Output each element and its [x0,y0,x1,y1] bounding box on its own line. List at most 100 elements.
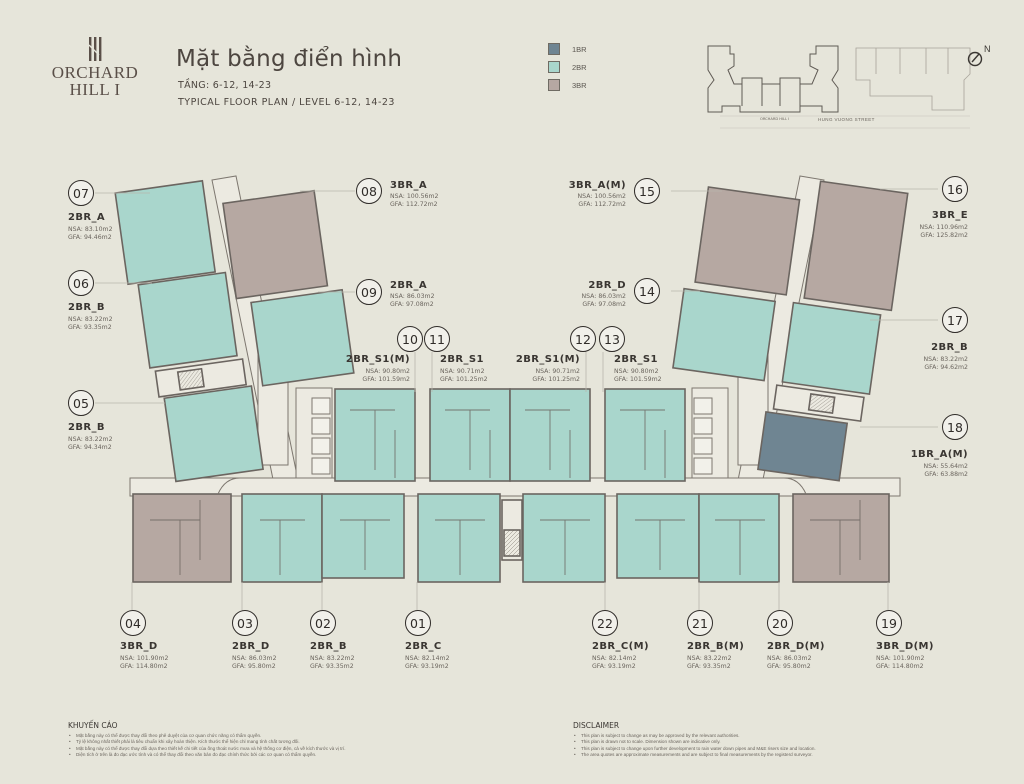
unit-nsa: NSA: 90.71m2 [535,368,580,375]
unit-20-label[interactable]: 20 2BR_D(M) NSA: 86.03m2 GFA: 95.80m2 [767,610,825,671]
unit-gfa: GFA: 94.34m2 [68,444,112,451]
unit-12-label[interactable]: 12 [570,326,596,352]
unit-02-shape [321,493,405,579]
notes-vi-item: Diện tích ở trên là đo đạc ước tính và c… [68,752,508,759]
unit-20-shape [698,493,780,583]
unit-gfa: GFA: 101.25m2 [532,376,580,383]
unit-05-label[interactable]: 05 2BR_B NSA: 83.22m2 GFA: 94.34m2 [68,390,113,452]
unit-22-label[interactable]: 22 2BR_C(M) NSA: 82.14m2 GFA: 93.19m2 [592,610,649,671]
unit-14-label[interactable]: 14 [634,278,660,304]
logo-line-1: ORCHARD [51,63,139,82]
unit-nsa: NSA: 83.22m2 [310,655,355,662]
unit-number-badge: 20 [767,610,793,636]
unit-nsa: NSA: 100.56m2 [390,193,439,200]
legend-label: 3BR [572,80,587,90]
unit-14-shape [672,287,777,382]
legend-item-1br: 1BR [548,40,587,58]
unit-number-badge: 17 [942,307,968,333]
unit-19-shape [792,493,890,583]
unit-number-badge: 08 [356,178,382,204]
unit-17-label[interactable]: 17 [942,307,968,333]
unit-type: 2BR_C [405,641,442,652]
unit-nsa: NSA: 101.90m2 [120,655,169,662]
unit-number-badge: 06 [68,270,94,296]
unit-gfa: GFA: 97.08m2 [582,301,626,308]
unit-09-info: 2BR_A NSA: 86.03m2 GFA: 97.08m2 [390,280,435,309]
unit-nsa: NSA: 83.22m2 [68,316,113,323]
unit-09-shape [250,288,355,387]
unit-05-shape [163,385,264,483]
unit-number-badge: 11 [424,326,450,352]
unit-01-label[interactable]: 01 2BR_C NSA: 82.14m2 GFA: 93.19m2 [405,610,450,671]
unit-nsa: NSA: 83.22m2 [923,356,968,363]
unit-06-label[interactable]: 06 2BR_B NSA: 83.22m2 GFA: 93.35m2 [68,270,113,332]
unit-nsa: NSA: 100.56m2 [577,193,626,200]
legend-item-3br: 3BR [548,76,587,94]
unit-gfa: GFA: 125.82m2 [920,232,968,239]
unit-17-info: 2BR_B NSA: 83.22m2 GFA: 94.62m2 [890,342,968,372]
unit-type: 2BR_C(M) [592,641,649,652]
unit-02-label[interactable]: 02 2BR_B NSA: 83.22m2 GFA: 93.35m2 [310,610,355,671]
unit-type: 2BR_B [310,641,347,652]
unit-type: 2BR_S1(M) [345,354,410,365]
unit-15-shape [694,186,801,296]
unit-07-label[interactable]: 07 2BR_A NSA: 83.10m2 GFA: 94.46m2 [68,180,113,242]
unit-gfa: GFA: 97.08m2 [390,301,434,308]
unit-21-label[interactable]: 21 2BR_B(M) NSA: 83.22m2 GFA: 93.35m2 [687,610,744,671]
unit-number-badge: 16 [942,176,968,202]
unit-type: 2BR_S1 [440,354,484,365]
unit-type: 3BR_D(M) [876,641,934,652]
unit-gfa: GFA: 94.46m2 [68,234,112,241]
unit-16-info: 3BR_E NSA: 110.96m2 GFA: 125.82m2 [890,210,968,240]
unit-16-shape [803,180,909,312]
unit-nsa: NSA: 83.22m2 [68,436,113,443]
unit-nsa: NSA: 83.10m2 [68,226,113,233]
page-title: Mặt bằng điển hình [176,46,403,72]
legend-swatch-2br [548,61,560,73]
notes-vi-item: Tỷ lệ không nhất thiết phải là tiêu chuẩ… [68,739,508,746]
brand-logo: ORCHARD HILL I [40,36,150,98]
unit-type: 2BR_D(M) [767,641,825,652]
unit-nsa: NSA: 86.03m2 [767,655,812,662]
unit-type: 3BR_E [931,210,968,221]
notes-vi-item: Mặt bằng này có thể được thay đổi dựa th… [68,746,508,753]
unit-01-shape [417,493,501,583]
unit-12-info: 2BR_S1(M) NSA: 90.71m2 GFA: 101.25m2 [500,354,580,384]
unit-number-badge: 19 [876,610,902,636]
unit-number-badge: 02 [310,610,336,636]
unit-17-shape [781,301,882,396]
unit-nsa: NSA: 110.96m2 [919,224,968,231]
unit-13-label[interactable]: 13 [599,326,625,352]
unit-type: 2BR_B(M) [687,641,745,652]
unit-gfa: GFA: 101.59m2 [362,376,410,383]
legend-label: 1BR [572,44,587,54]
unit-08-label[interactable]: 08 [356,178,382,204]
unit-gfa: GFA: 95.80m2 [767,663,811,670]
unit-03-shape [241,493,323,583]
unit-03-label[interactable]: 03 2BR_D NSA: 86.03m2 GFA: 95.80m2 [232,610,277,671]
notes-en-item: This plan is subject to change as may be… [573,733,993,740]
unit-04-label[interactable]: 04 3BR_D NSA: 101.90m2 GFA: 114.80m2 [120,610,168,671]
unit-11-label[interactable]: 11 [424,326,450,352]
notes-en-item: The area quotes are approximate measurem… [573,752,993,759]
compass-north-label: N [984,44,991,54]
unit-nsa: NSA: 86.03m2 [390,293,435,300]
unit-type: 2BR_S1 [614,354,658,365]
unit-number-badge: 04 [120,610,146,636]
unit-08-shape [222,189,329,300]
unit-gfa: GFA: 94.62m2 [924,364,968,371]
unit-18-label[interactable]: 18 [942,414,968,440]
unit-nsa: NSA: 86.03m2 [232,655,277,662]
notes-english: DISCLAIMER This plan is subject to chang… [573,721,993,758]
north-compass-icon: N [966,44,996,70]
unit-09-label[interactable]: 09 [356,279,382,305]
unit-19-label[interactable]: 19 3BR_D(M) NSA: 101.90m2 GFA: 114.80m2 [876,610,934,671]
unit-15-label[interactable]: 15 [634,178,660,204]
unit-type: 3BR_A(M) [568,180,626,191]
legend-item-2br: 2BR [548,58,587,76]
unit-10-label[interactable]: 10 [397,326,423,352]
unit-16-label[interactable]: 16 [942,176,968,202]
notes-en-item: This plan is drawn not to scale. Dimensi… [573,739,993,746]
unit-number-badge: 22 [592,610,618,636]
